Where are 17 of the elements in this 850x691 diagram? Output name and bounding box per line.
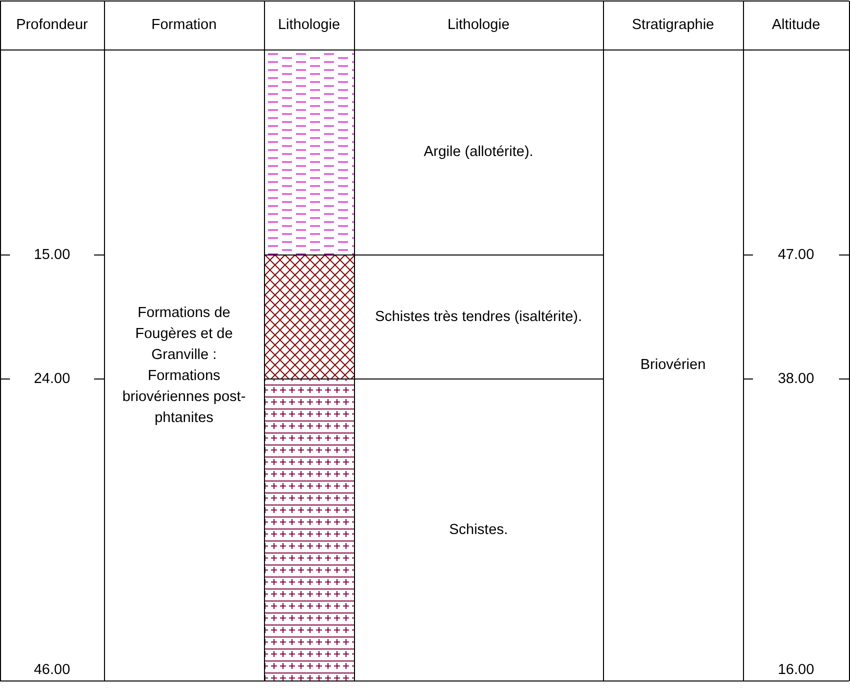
column-header: Lithologie [447, 16, 510, 35]
depth-value: 15.00 [34, 246, 70, 264]
altitude-value: 16.00 [778, 660, 814, 680]
depth-value: 24.00 [34, 370, 70, 388]
lithology-description: Schistes très tendres (isaltérite). [374, 308, 582, 326]
column-header: Lithologie [278, 16, 340, 35]
stratigraphy-name: Briovérien [640, 356, 706, 375]
formation-name: Formations de Fougères et de Granville : Formations briovériennes post-phtanites [121, 304, 247, 428]
lithology-description: Schistes. [449, 520, 508, 540]
depth-value: 46.00 [34, 660, 70, 680]
column-header: Stratigraphie [632, 16, 714, 35]
lithology-description: Argile (allotérite). [424, 143, 534, 162]
altitude-value: 38.00 [778, 370, 814, 388]
column-header: Formation [151, 16, 217, 35]
column-header: Altitude [772, 16, 820, 35]
altitude-value: 47.00 [778, 246, 814, 264]
column-header: Profondeur [16, 16, 88, 35]
